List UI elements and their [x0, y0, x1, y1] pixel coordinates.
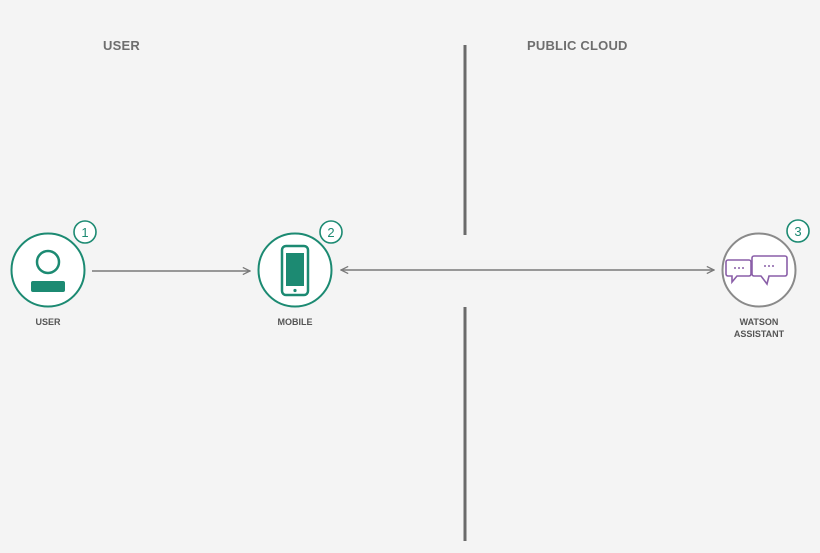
node-label-watson-assistant: WATSON ASSISTANT — [714, 316, 804, 340]
watson-assistant-node — [721, 232, 797, 308]
mobile-phone-icon — [280, 244, 310, 297]
zone-label-public-cloud: PUBLIC CLOUD — [527, 38, 628, 53]
user-icon — [31, 249, 65, 292]
node-label-watson: WATSON — [739, 317, 779, 327]
step-badge-3: 3 — [786, 219, 810, 243]
step-badge-1: 1 — [73, 220, 97, 244]
node-label-mobile: MOBILE — [277, 317, 313, 327]
user-node — [10, 232, 86, 308]
step-number-3: 3 — [794, 224, 801, 239]
node-label-user: USER — [35, 317, 61, 327]
mobile-node — [257, 232, 333, 308]
step-number-1: 1 — [81, 225, 88, 240]
zone-label-user: USER — [103, 38, 140, 53]
step-badge-2: 2 — [319, 220, 343, 244]
chat-bubbles-icon — [725, 255, 788, 286]
step-number-2: 2 — [327, 225, 334, 240]
node-label-assistant: ASSISTANT — [733, 329, 785, 339]
